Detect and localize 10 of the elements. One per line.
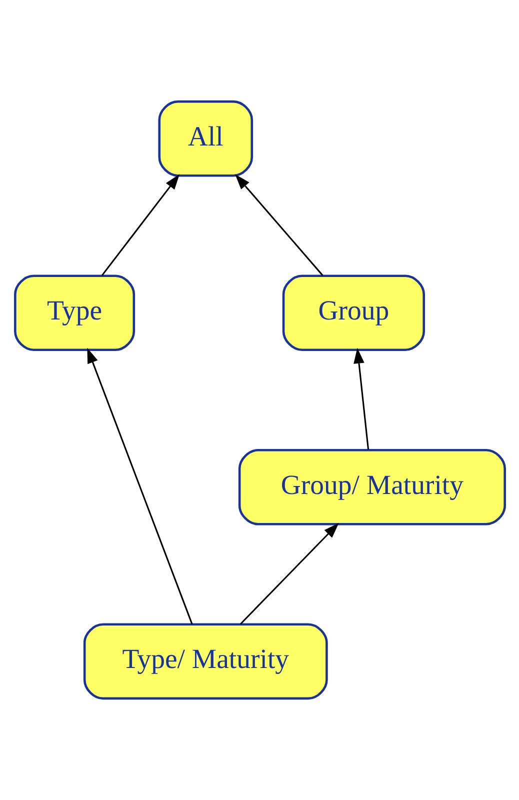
node-box: Group/ Maturity (238, 448, 506, 526)
arrow (240, 522, 338, 625)
arrow (100, 174, 180, 276)
arrow (353, 348, 369, 450)
node-box: Type (14, 274, 135, 352)
node-box: Type/ Maturity (82, 623, 328, 700)
node-box: All (158, 100, 253, 177)
arrow (234, 174, 323, 276)
arrow (86, 348, 192, 624)
node-box: Group (282, 274, 425, 352)
